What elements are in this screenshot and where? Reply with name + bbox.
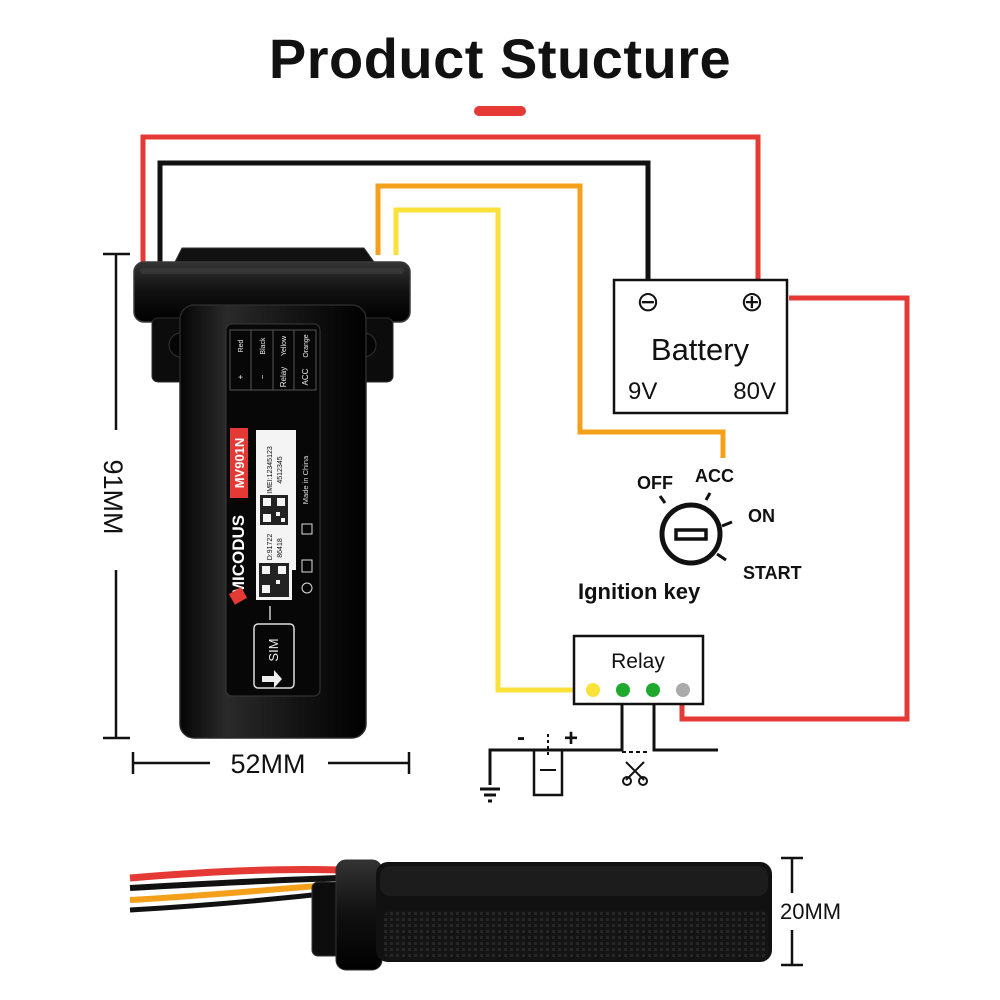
title-underline <box>474 106 526 116</box>
device-id-line2: 86418 <box>277 538 284 558</box>
relay-output <box>480 704 718 803</box>
battery-title: Battery <box>651 332 750 367</box>
thickness-dimension-label: 20MM <box>780 899 841 924</box>
device-made-in: Made in China <box>301 455 310 504</box>
battery-plus-icon: ⊕ <box>740 285 763 318</box>
wire-label-name: Orange <box>303 334 310 357</box>
ignition-key-icon <box>659 502 723 566</box>
thickness-dimension <box>781 856 803 967</box>
battery-box: ⊖ ⊕ Battery 9V 80V <box>612 278 789 415</box>
sim-arrow-icon <box>262 670 282 688</box>
wire-label-sign: ACC <box>301 368 310 385</box>
wire-label-name: Red <box>238 339 245 352</box>
battery-relay-red-wire <box>679 295 910 722</box>
relay-label: Relay <box>611 650 665 673</box>
sim-label: SIM <box>266 638 281 661</box>
red-wire <box>140 134 761 280</box>
ignition-off-label: OFF <box>637 473 673 493</box>
relay-box: Relay <box>572 634 705 706</box>
qr-code-icon <box>260 495 288 525</box>
orange-wire <box>375 183 726 458</box>
wire-label-sign: Relay <box>279 367 288 387</box>
wire-label-name: Yellow <box>281 335 288 356</box>
width-dimension <box>131 752 411 774</box>
gps-tracker-side-view <box>129 859 772 971</box>
device-brand: MICODUS <box>229 515 248 595</box>
relay-plus-label: + <box>564 725 578 752</box>
wires <box>140 134 910 722</box>
battery-max-voltage: 80V <box>733 378 776 405</box>
relay-pin <box>586 683 600 697</box>
device-id: ID:91722 <box>267 534 274 563</box>
ignition-key-label: Ignition key <box>578 579 701 604</box>
relay-pin <box>676 683 690 697</box>
wire-label-sign: + <box>236 374 245 379</box>
ignition-start-label: START <box>743 563 802 583</box>
qr-code-icon <box>259 563 289 597</box>
ignition-on-label: ON <box>748 506 775 526</box>
relay-pins <box>586 683 690 697</box>
relay-minus-label: - <box>517 724 525 751</box>
battery-minus-icon: ⊖ <box>636 285 659 318</box>
yellow-wire <box>393 207 593 693</box>
cut-wire-icon <box>622 761 648 786</box>
wire-label-name: Black <box>260 337 267 355</box>
relay-pin <box>616 683 630 697</box>
device-imei: IMEI:12345123 <box>267 446 274 494</box>
page-title: Product Stucture <box>268 27 732 90</box>
device-imei-line2: 4512345 <box>277 456 284 483</box>
battery-min-voltage: 9V <box>628 378 657 405</box>
certification-icons <box>301 523 313 594</box>
height-dimension <box>103 252 130 740</box>
relay-pin <box>646 683 660 697</box>
device-model: MV901N <box>232 438 247 489</box>
height-dimension-label: 91MM <box>98 459 128 534</box>
width-dimension-label: 52MM <box>230 749 305 779</box>
black-wire <box>157 160 651 280</box>
wire-label-sign: − <box>258 374 267 379</box>
ignition-acc-label: ACC <box>695 466 734 486</box>
ignition-key: OFF ACC ON START Ignition key <box>578 466 802 604</box>
